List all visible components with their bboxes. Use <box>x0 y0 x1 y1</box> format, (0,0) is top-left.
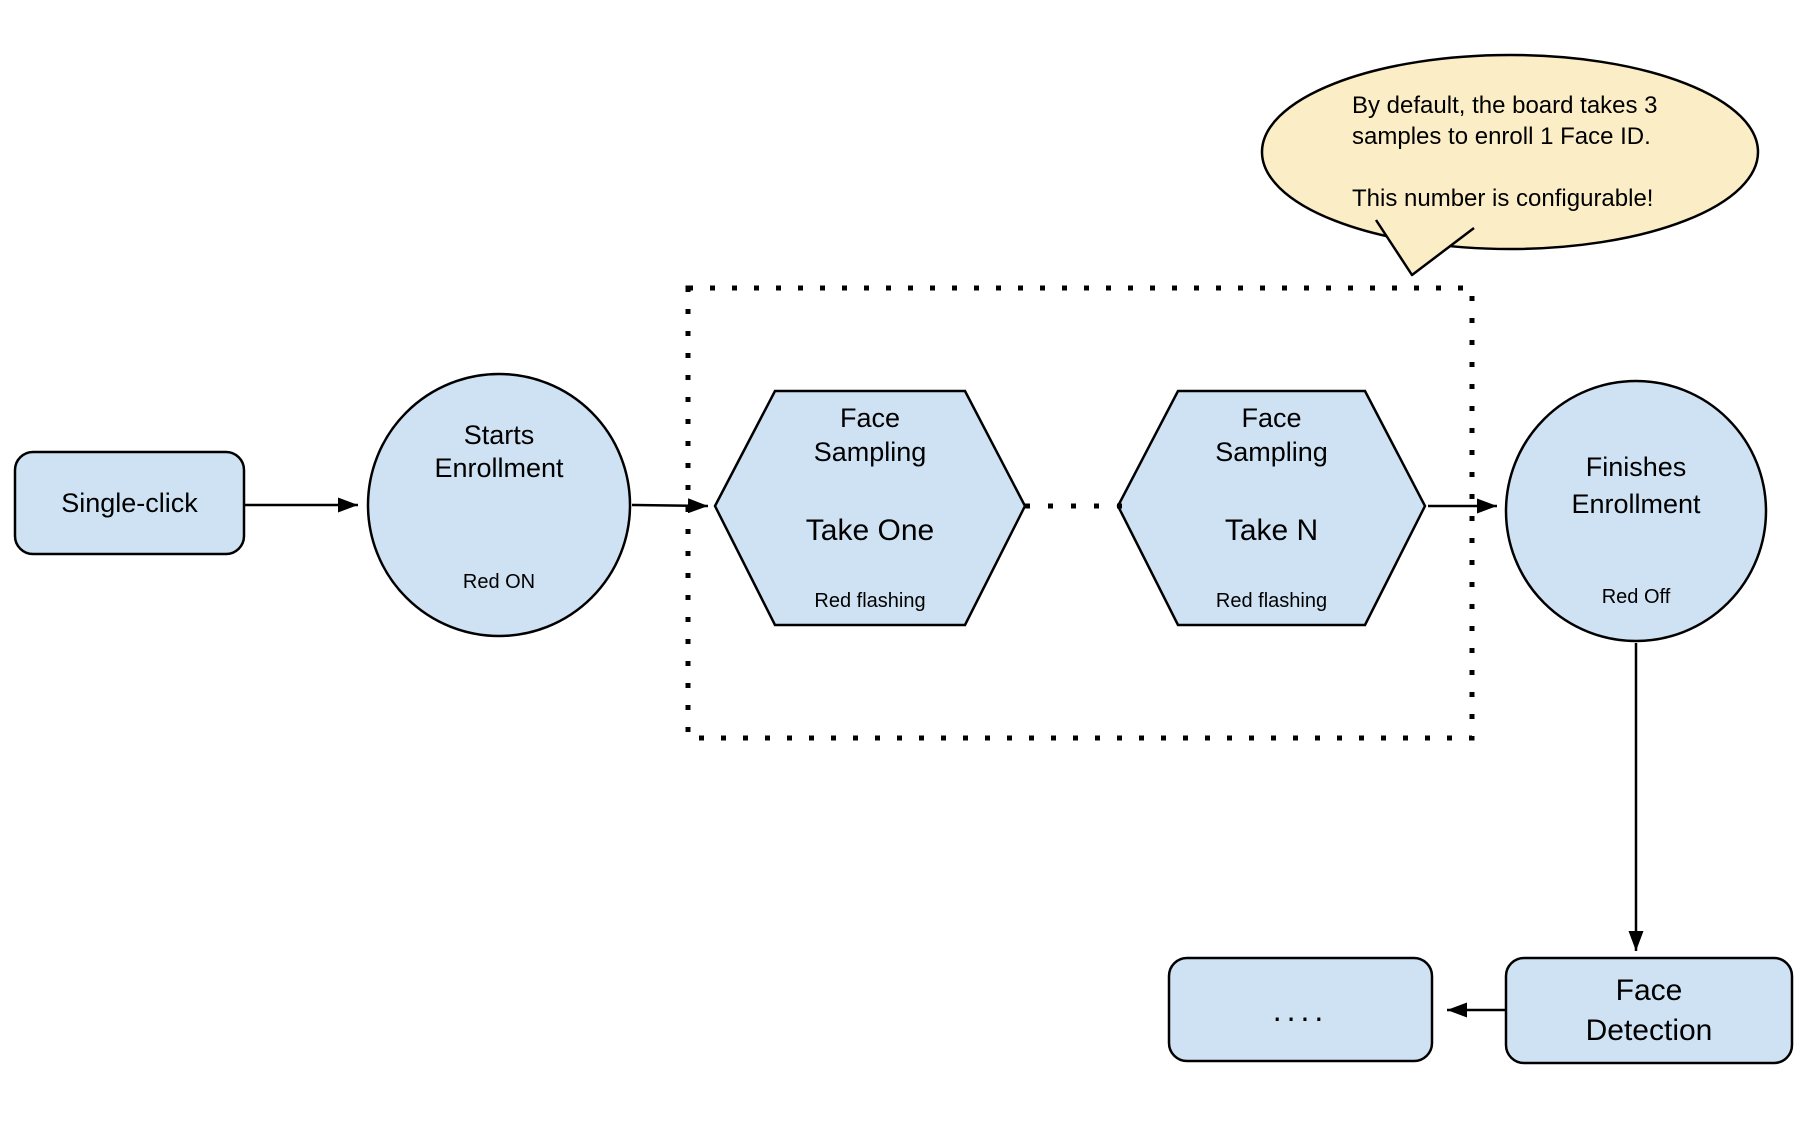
face-sampling-one-take: Take One <box>715 512 1025 550</box>
label-line: Single-click <box>61 488 198 518</box>
callout-bubble <box>1260 53 1760 251</box>
label-line: Take N <box>1224 514 1319 547</box>
face-sampling-n-title: Face Sampling <box>1118 401 1425 469</box>
face-sampling-one-status: Red flashing <box>715 589 1025 613</box>
label-line: Face <box>839 403 901 433</box>
label-line: Enrollment <box>434 453 564 483</box>
status-line: Red flashing <box>1215 590 1328 612</box>
face-detection-label: Face Detection <box>1506 958 1792 1063</box>
label-line: Enrollment <box>1571 489 1701 519</box>
face-sampling-n-take: Take N <box>1118 512 1425 550</box>
face-sampling-one-title: Face Sampling <box>715 401 1025 469</box>
callout-line <box>1352 152 1712 183</box>
label-line: .... <box>1272 991 1329 1028</box>
label-line: Starts <box>463 420 535 450</box>
callout-line: This number is configurable! <box>1352 185 1654 212</box>
finishes-enrollment-circle <box>1504 379 1768 643</box>
callout-text: By default, the board takes 3 samples to… <box>1352 90 1712 214</box>
callout-bubble-tail <box>1374 219 1475 277</box>
single-click-label: Single-click <box>15 452 244 554</box>
status-line: Red ON <box>462 571 536 593</box>
starts-enrollment-title: Starts Enrollment <box>368 419 630 485</box>
label-line: Finishes <box>1585 452 1687 482</box>
starts-enrollment-circle <box>366 372 632 638</box>
arrow-starts-to-sampling <box>631 498 709 514</box>
ellipsis-box <box>1167 956 1434 1063</box>
label-line: Detection <box>1585 1013 1713 1047</box>
label-line: Sampling <box>813 437 927 467</box>
label-line: Face <box>1615 973 1683 1007</box>
label-line: Face <box>1241 403 1302 433</box>
status-line: Red Off <box>1601 586 1671 608</box>
face-sampling-n-status: Red flashing <box>1118 589 1425 613</box>
single-click-box <box>13 450 246 556</box>
starts-enrollment-status: Red ON <box>368 570 630 594</box>
callout-line: samples to enroll 1 Face ID. <box>1352 123 1651 150</box>
callout-line: By default, the board takes 3 <box>1352 92 1658 119</box>
label-line: Sampling <box>1215 437 1328 467</box>
label-line: Take One <box>805 514 935 547</box>
finishes-enrollment-status: Red Off <box>1506 585 1766 609</box>
status-line: Red flashing <box>814 590 926 612</box>
hexagon-face-sampling-n <box>1116 389 1427 627</box>
finishes-enrollment-title: Finishes Enrollment <box>1506 449 1766 523</box>
ellipsis-box-label: .... <box>1169 958 1432 1061</box>
